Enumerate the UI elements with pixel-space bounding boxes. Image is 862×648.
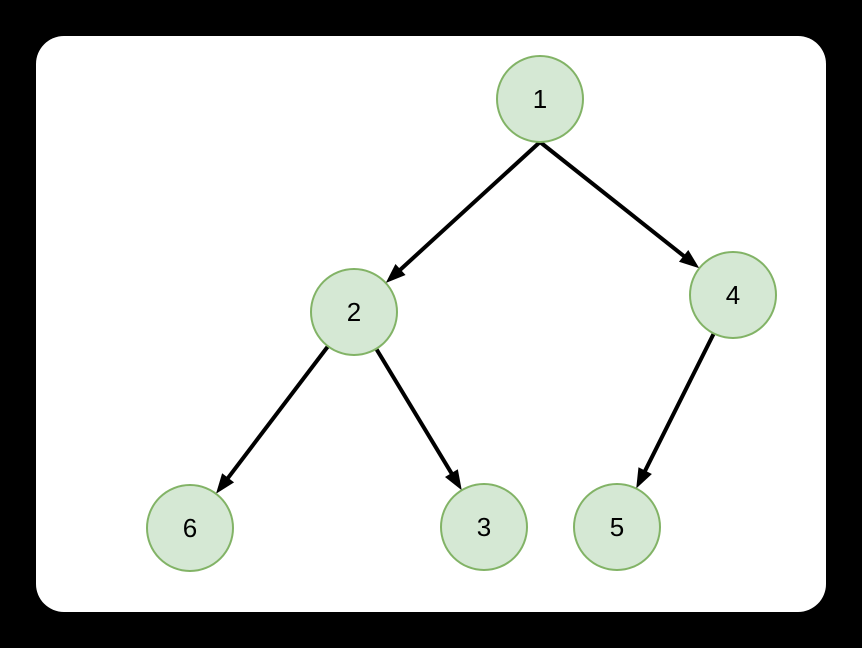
node-label: 3 [477, 512, 491, 542]
node-label: 2 [347, 297, 361, 327]
edge-line [642, 332, 716, 474]
node-circle [496, 55, 584, 143]
tree-node-4[interactable]: 4 [689, 251, 777, 339]
tree-edge-4-5[interactable] [636, 332, 716, 489]
node-circle [440, 483, 528, 571]
tree-node-3[interactable]: 3 [440, 483, 528, 571]
arrowhead-icon [678, 249, 700, 269]
edge-line [374, 347, 455, 476]
arrowhead-icon [444, 469, 462, 491]
tree-node-2[interactable]: 2 [310, 268, 398, 356]
arrowhead-icon [636, 467, 652, 489]
tree-edge-1-4[interactable] [538, 140, 700, 269]
node-circle [689, 251, 777, 339]
tree-node-6[interactable]: 6 [146, 484, 234, 572]
node-label: 1 [533, 84, 547, 114]
node-circle [310, 268, 398, 356]
arrowhead-icon [216, 473, 235, 494]
node-circle [573, 483, 661, 571]
node-circle [146, 484, 234, 572]
node-label: 4 [726, 280, 740, 310]
tree-node-5[interactable]: 5 [573, 483, 661, 571]
edge-line [397, 140, 542, 273]
tree-edge-1-2[interactable] [385, 140, 542, 283]
tree-edge-2-3[interactable] [374, 347, 462, 491]
arrowhead-icon [385, 263, 406, 283]
tree-edge-2-6[interactable] [216, 345, 330, 494]
node-label: 5 [610, 512, 624, 542]
tree-node-1[interactable]: 1 [496, 55, 584, 143]
node-label: 6 [183, 513, 197, 543]
edge-line [225, 345, 330, 481]
edge-line [538, 140, 687, 259]
